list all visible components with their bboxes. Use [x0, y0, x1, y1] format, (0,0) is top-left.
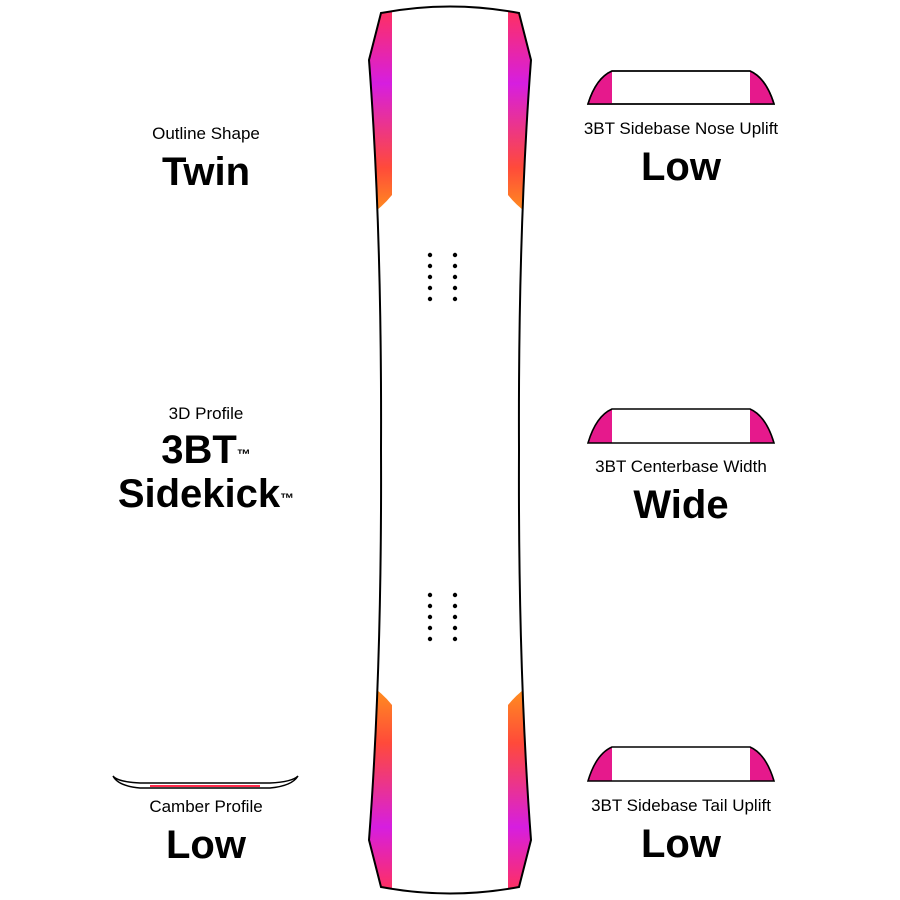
spec-value: Low	[166, 823, 246, 867]
spec-nose-uplift: 3BT Sidebase Nose Uplift Low	[556, 119, 806, 189]
sidebase-tail-icon	[586, 746, 776, 782]
sidebase-nose-icon	[586, 70, 776, 105]
spec-value-line1: 3BT	[161, 428, 237, 472]
spec-label: 3BT Sidebase Tail Uplift	[591, 796, 771, 815]
board-outline	[367, 5, 533, 895]
sidebase-center-icon	[586, 408, 776, 444]
spec-3d-profile: 3D Profile 3BT™ Sidekick™	[96, 404, 316, 516]
board-gradient-edges	[369, 10, 531, 890]
spec-value: Low	[641, 145, 721, 189]
spec-tail-uplift: 3BT Sidebase Tail Uplift Low	[556, 796, 806, 866]
spec-value: Wide	[633, 483, 729, 527]
spec-label: 3BT Sidebase Nose Uplift	[583, 119, 779, 138]
spec-outline-shape: Outline Shape Twin	[96, 124, 316, 194]
binding-inserts-top	[427, 252, 458, 302]
spec-label: 3D Profile	[168, 404, 244, 423]
spec-value: Twin	[161, 150, 251, 194]
spec-label: Camber Profile	[149, 797, 263, 816]
spec-centerbase-width: 3BT Centerbase Width Wide	[556, 457, 806, 527]
camber-profile-icon	[112, 775, 299, 789]
trademark-symbol: ™	[280, 490, 295, 506]
spec-value-line2: Sidekick	[117, 472, 281, 516]
spec-label: Outline Shape	[152, 124, 260, 143]
spec-camber-profile: Camber Profile Low	[96, 797, 316, 867]
binding-inserts-bottom	[427, 592, 458, 642]
spec-value: Low	[641, 822, 721, 866]
trademark-symbol: ™	[236, 446, 251, 462]
spec-label: 3BT Centerbase Width	[595, 457, 767, 476]
